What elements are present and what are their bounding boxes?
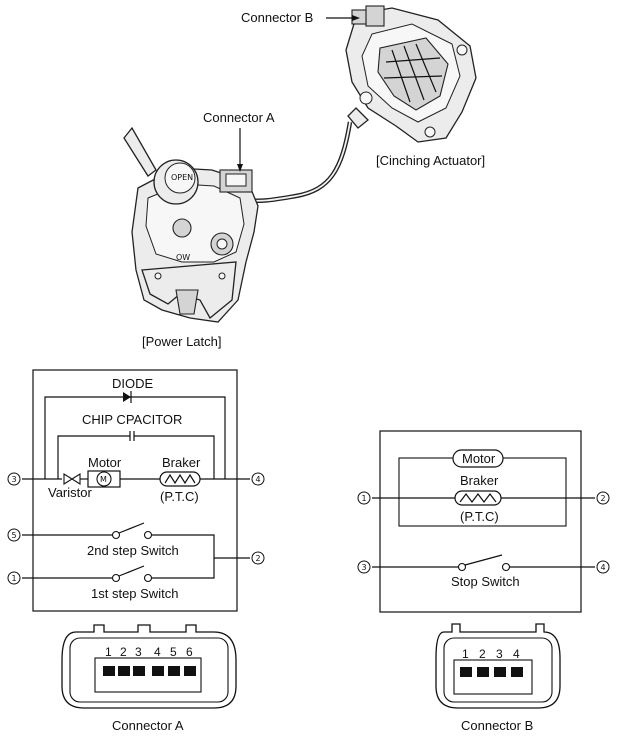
motor-label: Motor	[88, 455, 122, 470]
first-step-switch-blade	[118, 565, 145, 577]
svg-text:2: 2	[256, 554, 261, 563]
actuator-cable	[247, 121, 353, 204]
motor-symbol	[96, 471, 112, 487]
connector-b-pin-2: 2	[477, 647, 489, 677]
diode-symbol	[123, 392, 131, 402]
svg-text:3: 3	[12, 475, 17, 484]
svg-text:5: 5	[170, 645, 177, 659]
chip-capacitor-label: CHIP CPACITOR	[82, 412, 182, 427]
connector-b-face: 1 2 3 4 Connector B	[435, 623, 561, 733]
connector-a-pin-3: 3	[133, 645, 145, 676]
svg-text:1: 1	[105, 645, 112, 659]
svg-text:3: 3	[135, 645, 142, 659]
terminal-a-3: 3	[7, 472, 21, 486]
ptc-b-label: (P.T.C)	[460, 509, 499, 524]
svg-text:6: 6	[186, 645, 193, 659]
stop-switch-blade	[464, 554, 503, 566]
svg-text:1: 1	[362, 494, 367, 503]
second-step-switch-blade	[118, 522, 145, 534]
motor-b-symbol	[452, 449, 504, 468]
terminal-b-4: 4	[596, 560, 610, 574]
svg-text:5: 5	[12, 531, 17, 540]
svg-text:2: 2	[120, 645, 127, 659]
svg-text:3: 3	[496, 647, 503, 661]
connector-b-pin-4: 4	[511, 647, 523, 677]
svg-text:4: 4	[513, 647, 520, 661]
terminal-b-3: 3	[357, 560, 371, 574]
svg-text:2: 2	[601, 494, 606, 503]
diode-label: DIODE	[112, 376, 154, 391]
terminal-b-1: 1	[357, 491, 371, 505]
second-step-switch-label: 2nd step Switch	[87, 543, 179, 558]
connector-a-face: 1 2 3 4 5 6 Connector A	[61, 624, 237, 733]
braker-b-label: Braker	[460, 473, 499, 488]
terminal-a-5: 5	[7, 528, 21, 542]
svg-text:1: 1	[12, 574, 17, 583]
cinching-actuator-illustration	[345, 5, 477, 143]
braker-label: Braker	[162, 455, 201, 470]
connector-a-pin-1: 1	[103, 645, 115, 676]
circuit-a-frame	[32, 369, 238, 612]
svg-text:1: 1	[462, 647, 469, 661]
terminal-a-4: 4	[251, 472, 265, 486]
motor-b-label: Motor	[462, 451, 496, 466]
svg-text:OW: OW	[176, 253, 190, 262]
connector-b-callout: Connector B	[241, 10, 313, 25]
connector-b-pin-3: 3	[494, 647, 506, 677]
connector-a-pin-5: 5	[168, 645, 180, 676]
circuit-b: Motor Braker (P.T.C) Stop Switch 1 2 3	[357, 430, 610, 613]
cinching-actuator-caption: [Cinching Actuator]	[376, 153, 485, 168]
first-step-switch-label: 1st step Switch	[91, 586, 178, 601]
svg-text:3: 3	[362, 563, 367, 572]
motor-symbol-letter: M	[100, 475, 107, 484]
connector-a-pin-4: 4	[152, 645, 164, 676]
ptc-label: (P.T.C)	[160, 489, 199, 504]
varistor-label: Varistor	[48, 485, 92, 500]
connector-b-caption: Connector B	[461, 718, 533, 733]
svg-text:2: 2	[479, 647, 486, 661]
connector-b-housing	[365, 5, 385, 27]
svg-text:4: 4	[601, 563, 606, 572]
connector-a-caption: Connector A	[112, 718, 184, 733]
power-latch-caption: [Power Latch]	[142, 334, 222, 349]
stop-switch-label: Stop Switch	[451, 574, 520, 589]
varistor-symbol	[63, 473, 74, 485]
terminal-b-2: 2	[596, 491, 610, 505]
circuit-b-frame	[379, 430, 582, 613]
connector-a-pin-2: 2	[118, 645, 130, 676]
connector-b-pin-1: 1	[460, 647, 472, 677]
terminal-a-1: 1	[7, 571, 21, 585]
connector-a-callout: Connector A	[203, 110, 275, 125]
svg-text:4: 4	[154, 645, 161, 659]
power-latch-illustration: OPEN OW	[123, 126, 259, 323]
svg-text:4: 4	[256, 475, 261, 484]
circuit-a: DIODE CHIP CPACITOR Varistor M Motor Bra…	[7, 369, 265, 612]
terminal-a-2: 2	[251, 551, 265, 565]
connector-a-pin-6: 6	[184, 645, 196, 676]
open-label: OPEN	[171, 173, 193, 182]
